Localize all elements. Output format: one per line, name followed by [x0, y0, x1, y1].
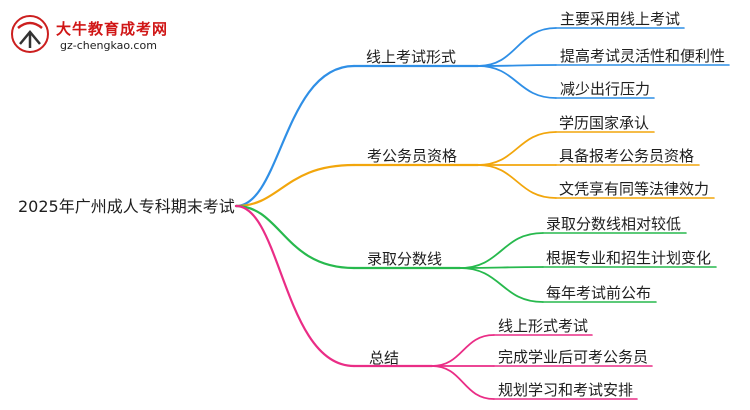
leaf-summary-2: 完成学业后可考公务员 — [498, 348, 649, 366]
logo-badge-icon — [11, 15, 49, 53]
logo-url: gz-chengkao.com — [60, 39, 157, 52]
connector-root-score-line — [234, 204, 356, 270]
leaf-online-3: 减少出行压力 — [560, 80, 651, 98]
branch-label-score-line: 录取分数线 — [367, 250, 443, 268]
connector-online-leaf-3 — [477, 65, 557, 99]
connector-civil-service-leaf-3 — [477, 164, 557, 199]
leaf-online-2: 提高考试灵活性和便利性 — [560, 47, 726, 65]
connector-root-civil-service — [234, 163, 356, 208]
connector-score-line-leaf-2 — [459, 266, 544, 269]
leaf-score-1: 录取分数线相对较低 — [546, 215, 682, 233]
connector-root-online — [234, 64, 356, 208]
connector-score-line-leaf-1 — [459, 232, 544, 269]
logo: 大牛教育成考网 gz-chengkao.com — [10, 14, 200, 64]
logo-title: 大牛教育成考网 — [56, 20, 169, 38]
connector-civil-service-leaf-1 — [477, 131, 557, 166]
branch-label-online: 线上考试形式 — [366, 48, 457, 66]
connector-summary-leaf-3 — [431, 365, 495, 400]
connector-score-line-leaf-3 — [459, 267, 544, 303]
leaf-summary-3: 规划学习和考试安排 — [498, 381, 634, 399]
leaf-summary-1: 线上形式考试 — [498, 317, 589, 335]
connector-root-summary — [234, 204, 356, 368]
leaf-civil-2: 具备报考公务员资格 — [559, 147, 695, 165]
connector-online-leaf-1 — [477, 27, 557, 67]
leaf-score-2: 根据专业和招生计划变化 — [546, 249, 712, 267]
root-node: 2025年广州成人专科期末考试 — [18, 197, 235, 216]
leaf-civil-1: 学历国家承认 — [559, 114, 650, 132]
leaf-online-1: 主要采用线上考试 — [560, 10, 681, 28]
branch-label-civil-service: 考公务员资格 — [367, 147, 458, 165]
leaf-civil-3: 文凭享有同等法律效力 — [559, 180, 710, 198]
leaf-score-3: 每年考试前公布 — [546, 284, 652, 302]
branch-label-summary: 总结 — [369, 349, 400, 367]
connector-online-leaf-2 — [477, 64, 557, 67]
connector-summary-leaf-1 — [431, 334, 495, 367]
